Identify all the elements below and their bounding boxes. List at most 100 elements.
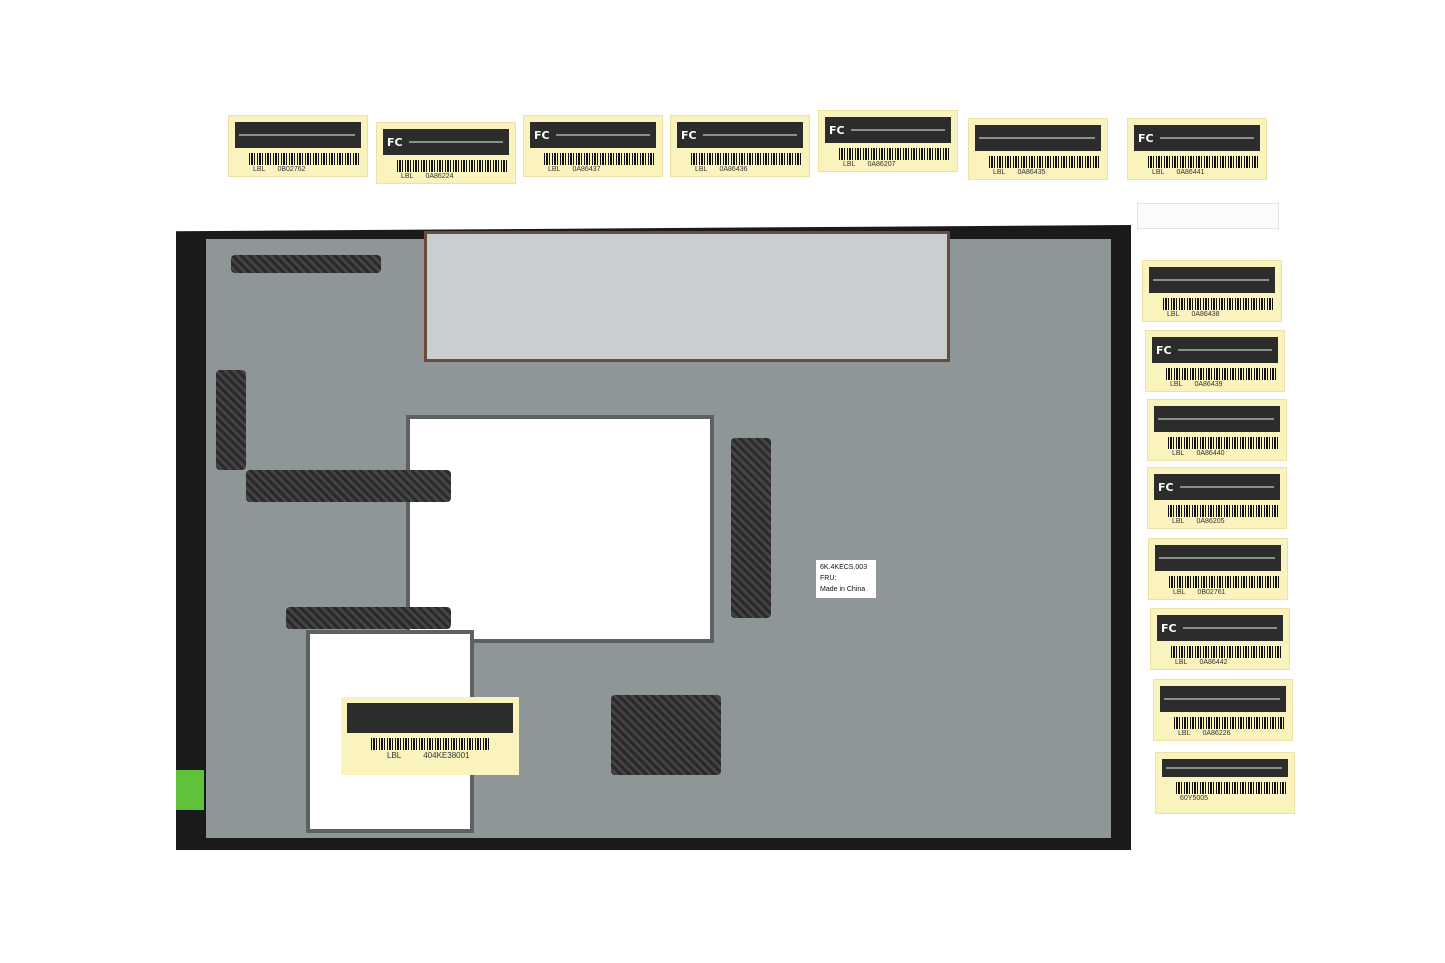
- label-band: [975, 125, 1101, 151]
- fcc-logo-icon: FC: [1138, 131, 1154, 145]
- label-code: 0A86440: [1196, 450, 1225, 457]
- fcc-logo-icon: FC: [1158, 480, 1174, 494]
- label-0: LBL 0B02762: [228, 115, 368, 177]
- label-lbl: LBL: [695, 166, 708, 173]
- label-band: [347, 703, 513, 733]
- fcc-logo-icon: FC: [681, 128, 697, 142]
- label-6: FC LBL 0A86441: [1127, 118, 1267, 180]
- label-lbl: LBL: [1172, 450, 1185, 457]
- label-band: FC: [1134, 125, 1260, 151]
- barcode: [839, 148, 949, 160]
- label-code: 0A86435: [1017, 169, 1046, 176]
- label-lbl: LBL: [1172, 518, 1185, 525]
- label-band: [1149, 267, 1275, 293]
- label-lbl: LBL: [401, 173, 414, 180]
- label-lbl: LBL: [993, 169, 1006, 176]
- vent-top-left: [231, 255, 381, 273]
- label-3: FC LBL 0A86436: [670, 115, 810, 177]
- label-9: LBL 0A86440: [1147, 399, 1287, 461]
- made-in-label: Made in China: [820, 586, 866, 593]
- barcode: [1168, 505, 1278, 517]
- label-lbl: LBL: [548, 166, 561, 173]
- part-sticker: 6K.4KECS.003 FRU: Made in China: [816, 560, 876, 598]
- laptop-base-case: 6K.4KECS.003 FRU: Made in China LBL 404KE…: [176, 225, 1131, 850]
- label-band: FC: [677, 122, 803, 148]
- barcode: [1168, 437, 1278, 449]
- fcc-logo-icon: FC: [829, 123, 845, 137]
- barcode: [1171, 646, 1281, 658]
- label-4: FC LBL 0A86207: [818, 110, 958, 172]
- label-code: 0A86226: [1202, 730, 1231, 737]
- barcode: [1148, 156, 1258, 168]
- barcode: [1166, 368, 1276, 380]
- label-band: [235, 122, 361, 148]
- vent-bottom: [611, 695, 721, 775]
- label-5: LBL 0A86435: [968, 118, 1108, 180]
- label-1: FC LBL 0A86224: [376, 122, 516, 184]
- label-lbl: LBL: [1167, 311, 1180, 318]
- label-band: FC: [1157, 615, 1283, 641]
- label-code: 0A86224: [425, 173, 454, 180]
- label-band: FC: [383, 129, 509, 155]
- label-lbl: LBL: [1152, 169, 1165, 176]
- barcode: [1163, 298, 1273, 310]
- label-band: [1155, 545, 1281, 571]
- label-8: FC LBL 0A86439: [1145, 330, 1285, 392]
- vent-vertical: [731, 438, 771, 618]
- label-code: 0A86205: [1196, 518, 1225, 525]
- label-band: [1154, 406, 1280, 432]
- label-code: 0A86442: [1199, 659, 1228, 666]
- top-bay: [424, 231, 950, 362]
- label-lbl: LBL: [253, 166, 266, 173]
- label-2: FC LBL 0A86437: [523, 115, 663, 177]
- label-code: 0A86437: [572, 166, 601, 173]
- label-band: FC: [825, 117, 951, 143]
- barcode: [691, 153, 801, 165]
- label-band: FC: [1154, 474, 1280, 500]
- vent-mid-left: [246, 470, 451, 502]
- blank-label: [1137, 203, 1279, 229]
- barcode: [249, 153, 359, 165]
- label-code: 404KE38001: [423, 751, 470, 760]
- fcc-logo-icon: FC: [1161, 621, 1177, 635]
- label-code: 0A86441: [1176, 169, 1205, 176]
- label-lbl: LBL: [843, 161, 856, 168]
- part-number: 6K.4KECS.003: [820, 564, 868, 571]
- label-lbl: LBL: [1175, 659, 1188, 666]
- label-band: [1160, 686, 1286, 712]
- label-code: 0A86207: [867, 161, 896, 168]
- fcc-logo-icon: FC: [534, 128, 550, 142]
- label-lbl: LBL: [387, 751, 402, 760]
- label-11: LBL 0B02761: [1148, 538, 1288, 600]
- fcc-logo-icon: FC: [387, 135, 403, 149]
- green-latch: [176, 770, 204, 810]
- label-lbl: LBL: [1178, 730, 1191, 737]
- fru-label: FRU:: [820, 575, 837, 582]
- barcode: [989, 156, 1099, 168]
- label-code: 0A86439: [1194, 381, 1223, 388]
- label-code: 60Y5005: [1180, 795, 1209, 802]
- label-band: FC: [1152, 337, 1278, 363]
- label-band: FC: [530, 122, 656, 148]
- label-code: 0A86436: [719, 166, 748, 173]
- barcode: [1176, 782, 1286, 794]
- label-7: LBL 0A86438: [1142, 260, 1282, 322]
- vent-left: [216, 370, 246, 470]
- barcode: [1174, 717, 1284, 729]
- label-13: LBL 0A86226: [1153, 679, 1293, 741]
- label-band: [1162, 759, 1288, 777]
- fcc-logo-icon: FC: [1156, 343, 1172, 357]
- battery-label: LBL 404KE38001: [341, 697, 519, 775]
- label-10: FC LBL 0A86205: [1147, 467, 1287, 529]
- vent-bottom-left: [286, 607, 451, 629]
- barcode: [1169, 576, 1279, 588]
- label-code: 0B02761: [1197, 589, 1226, 596]
- label-lbl: LBL: [1170, 381, 1183, 388]
- label-12: FC LBL 0A86442: [1150, 608, 1290, 670]
- label-lbl: LBL: [1173, 589, 1186, 596]
- barcode: [371, 738, 491, 750]
- label-code: 0A86438: [1191, 311, 1220, 318]
- barcode: [397, 160, 507, 172]
- label-code: 0B02762: [277, 166, 306, 173]
- label-14: 60Y5005: [1155, 752, 1295, 814]
